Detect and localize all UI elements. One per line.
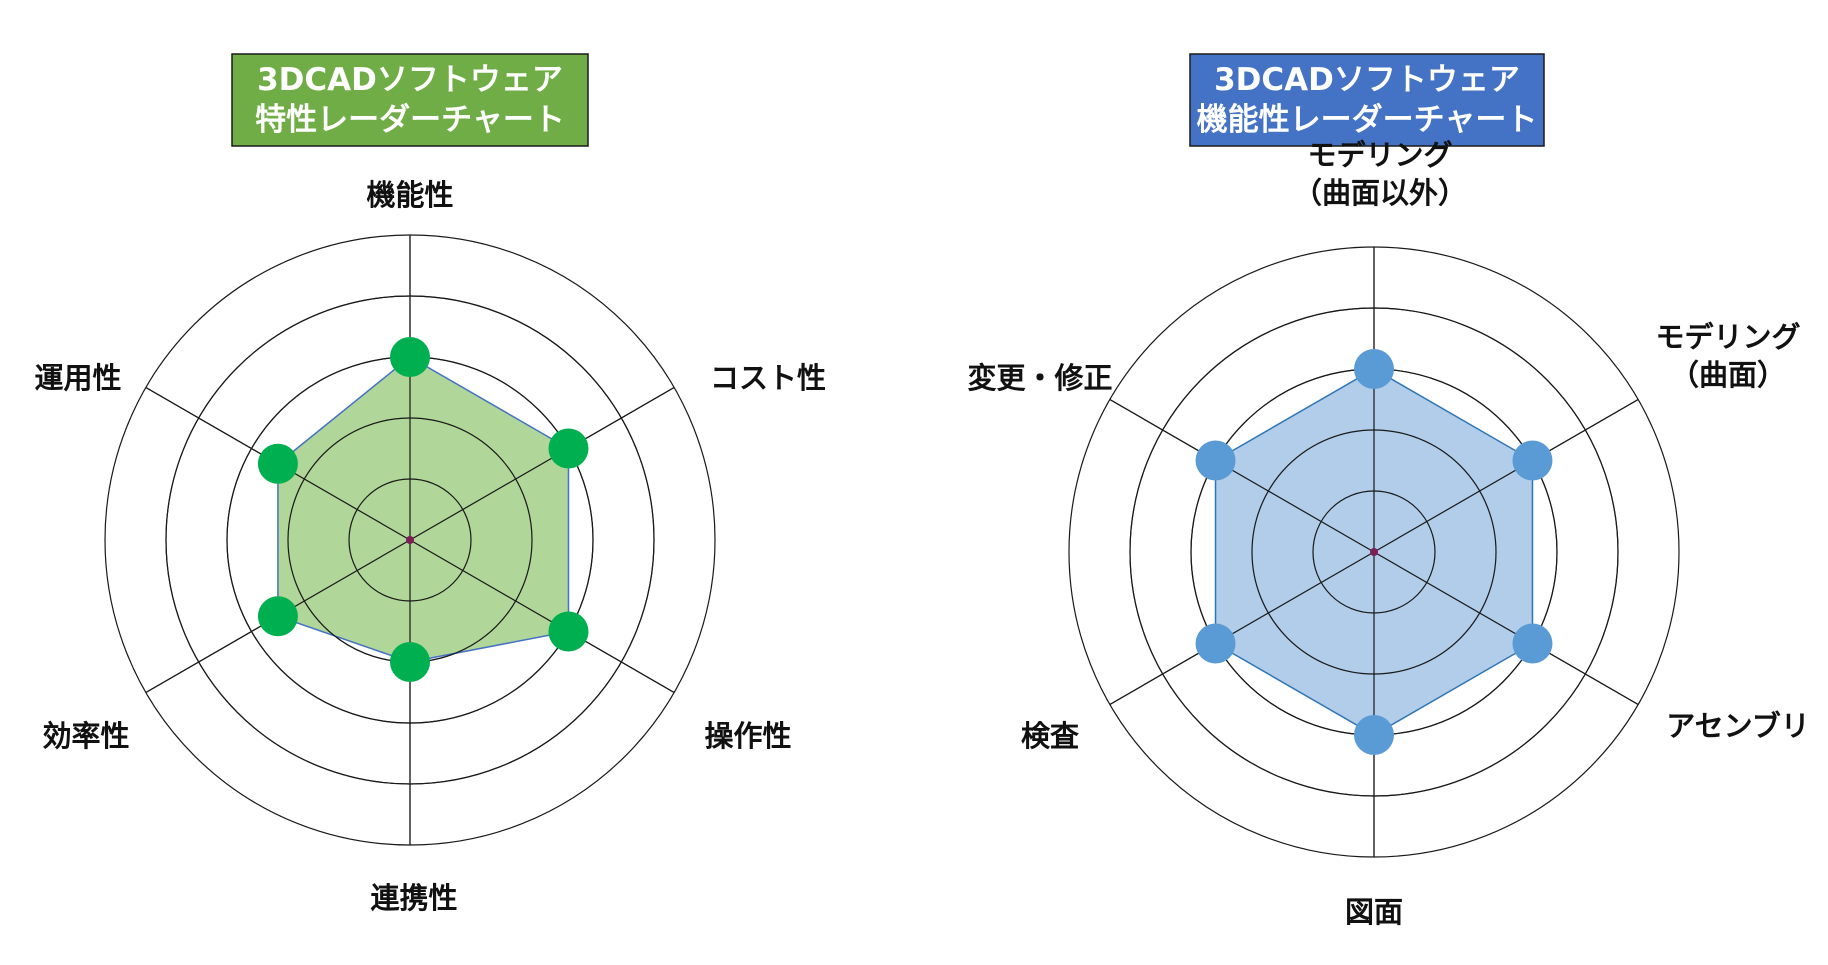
radar-spoke-overlay	[1373, 398, 1639, 553]
radar-series-markers	[1195, 349, 1553, 755]
radar-spoke-overlay	[1373, 551, 1639, 706]
radar-data-point	[548, 611, 589, 652]
chart-title-line-2: 機能性レーダーチャート	[1197, 102, 1538, 138]
radar-data-point	[1354, 349, 1394, 389]
radar-axis-label: 変更・修正	[967, 361, 1112, 395]
radar-spoke-overlay	[409, 539, 675, 694]
radar-data-point	[390, 642, 430, 682]
radar-data-point	[1512, 440, 1553, 481]
chart-title-box	[231, 53, 589, 147]
radar-axis-label: 効率性	[42, 719, 129, 753]
radar-axis-label: 運用性	[34, 361, 121, 395]
radar-axis-label: （曲面以外）	[1293, 176, 1467, 210]
radar-data-point	[1512, 623, 1553, 664]
radar-series-area	[1109, 247, 1639, 857]
radar-center-dot	[406, 536, 414, 544]
chart-title-box	[1189, 53, 1545, 147]
chart-title-line-2: 特性レーダーチャート	[255, 102, 565, 138]
chart-title-line-1: 3DCADソフトウェア	[1214, 62, 1520, 98]
radar-spoke-overlay	[1109, 398, 1375, 553]
radar-data-point	[1195, 623, 1236, 664]
radar-data-point	[1195, 440, 1236, 481]
radar-spoke-overlay	[409, 386, 675, 541]
radar-axis-label: 連携性	[370, 881, 457, 915]
radar-data-point	[390, 337, 430, 377]
radar-chart-functionality: 3DCADソフトウェア 機能性レーダーチャート モデリング（曲面以外）モデリング…	[967, 53, 1810, 929]
radar-axis-label: コスト性	[710, 361, 826, 395]
radar-series-markers	[257, 337, 589, 682]
radar-axis-label: モデリング	[1307, 138, 1452, 172]
radar-axis-label: アセンブリ	[1666, 709, 1810, 743]
radar-axis-label: 検査	[1021, 719, 1079, 753]
radar-axis-label: 機能性	[366, 178, 453, 212]
radar-data-point	[1354, 715, 1394, 755]
radar-data-point	[257, 596, 298, 637]
radar-data-point	[257, 443, 298, 484]
radar-axis-label: 図面	[1345, 895, 1403, 929]
radar-axis-label: 操作性	[704, 719, 791, 753]
radar-axis-label: （曲面）	[1670, 358, 1786, 392]
radar-data-point	[548, 428, 589, 469]
radar-axis-label: モデリング	[1655, 320, 1800, 354]
radar-series-area	[145, 235, 675, 845]
radar-series-polygon	[277, 356, 570, 663]
radar-spoke-overlay	[1109, 551, 1375, 706]
radar-center-dot	[1370, 548, 1378, 556]
chart-title-line-1: 3DCADソフトウェア	[257, 62, 563, 98]
